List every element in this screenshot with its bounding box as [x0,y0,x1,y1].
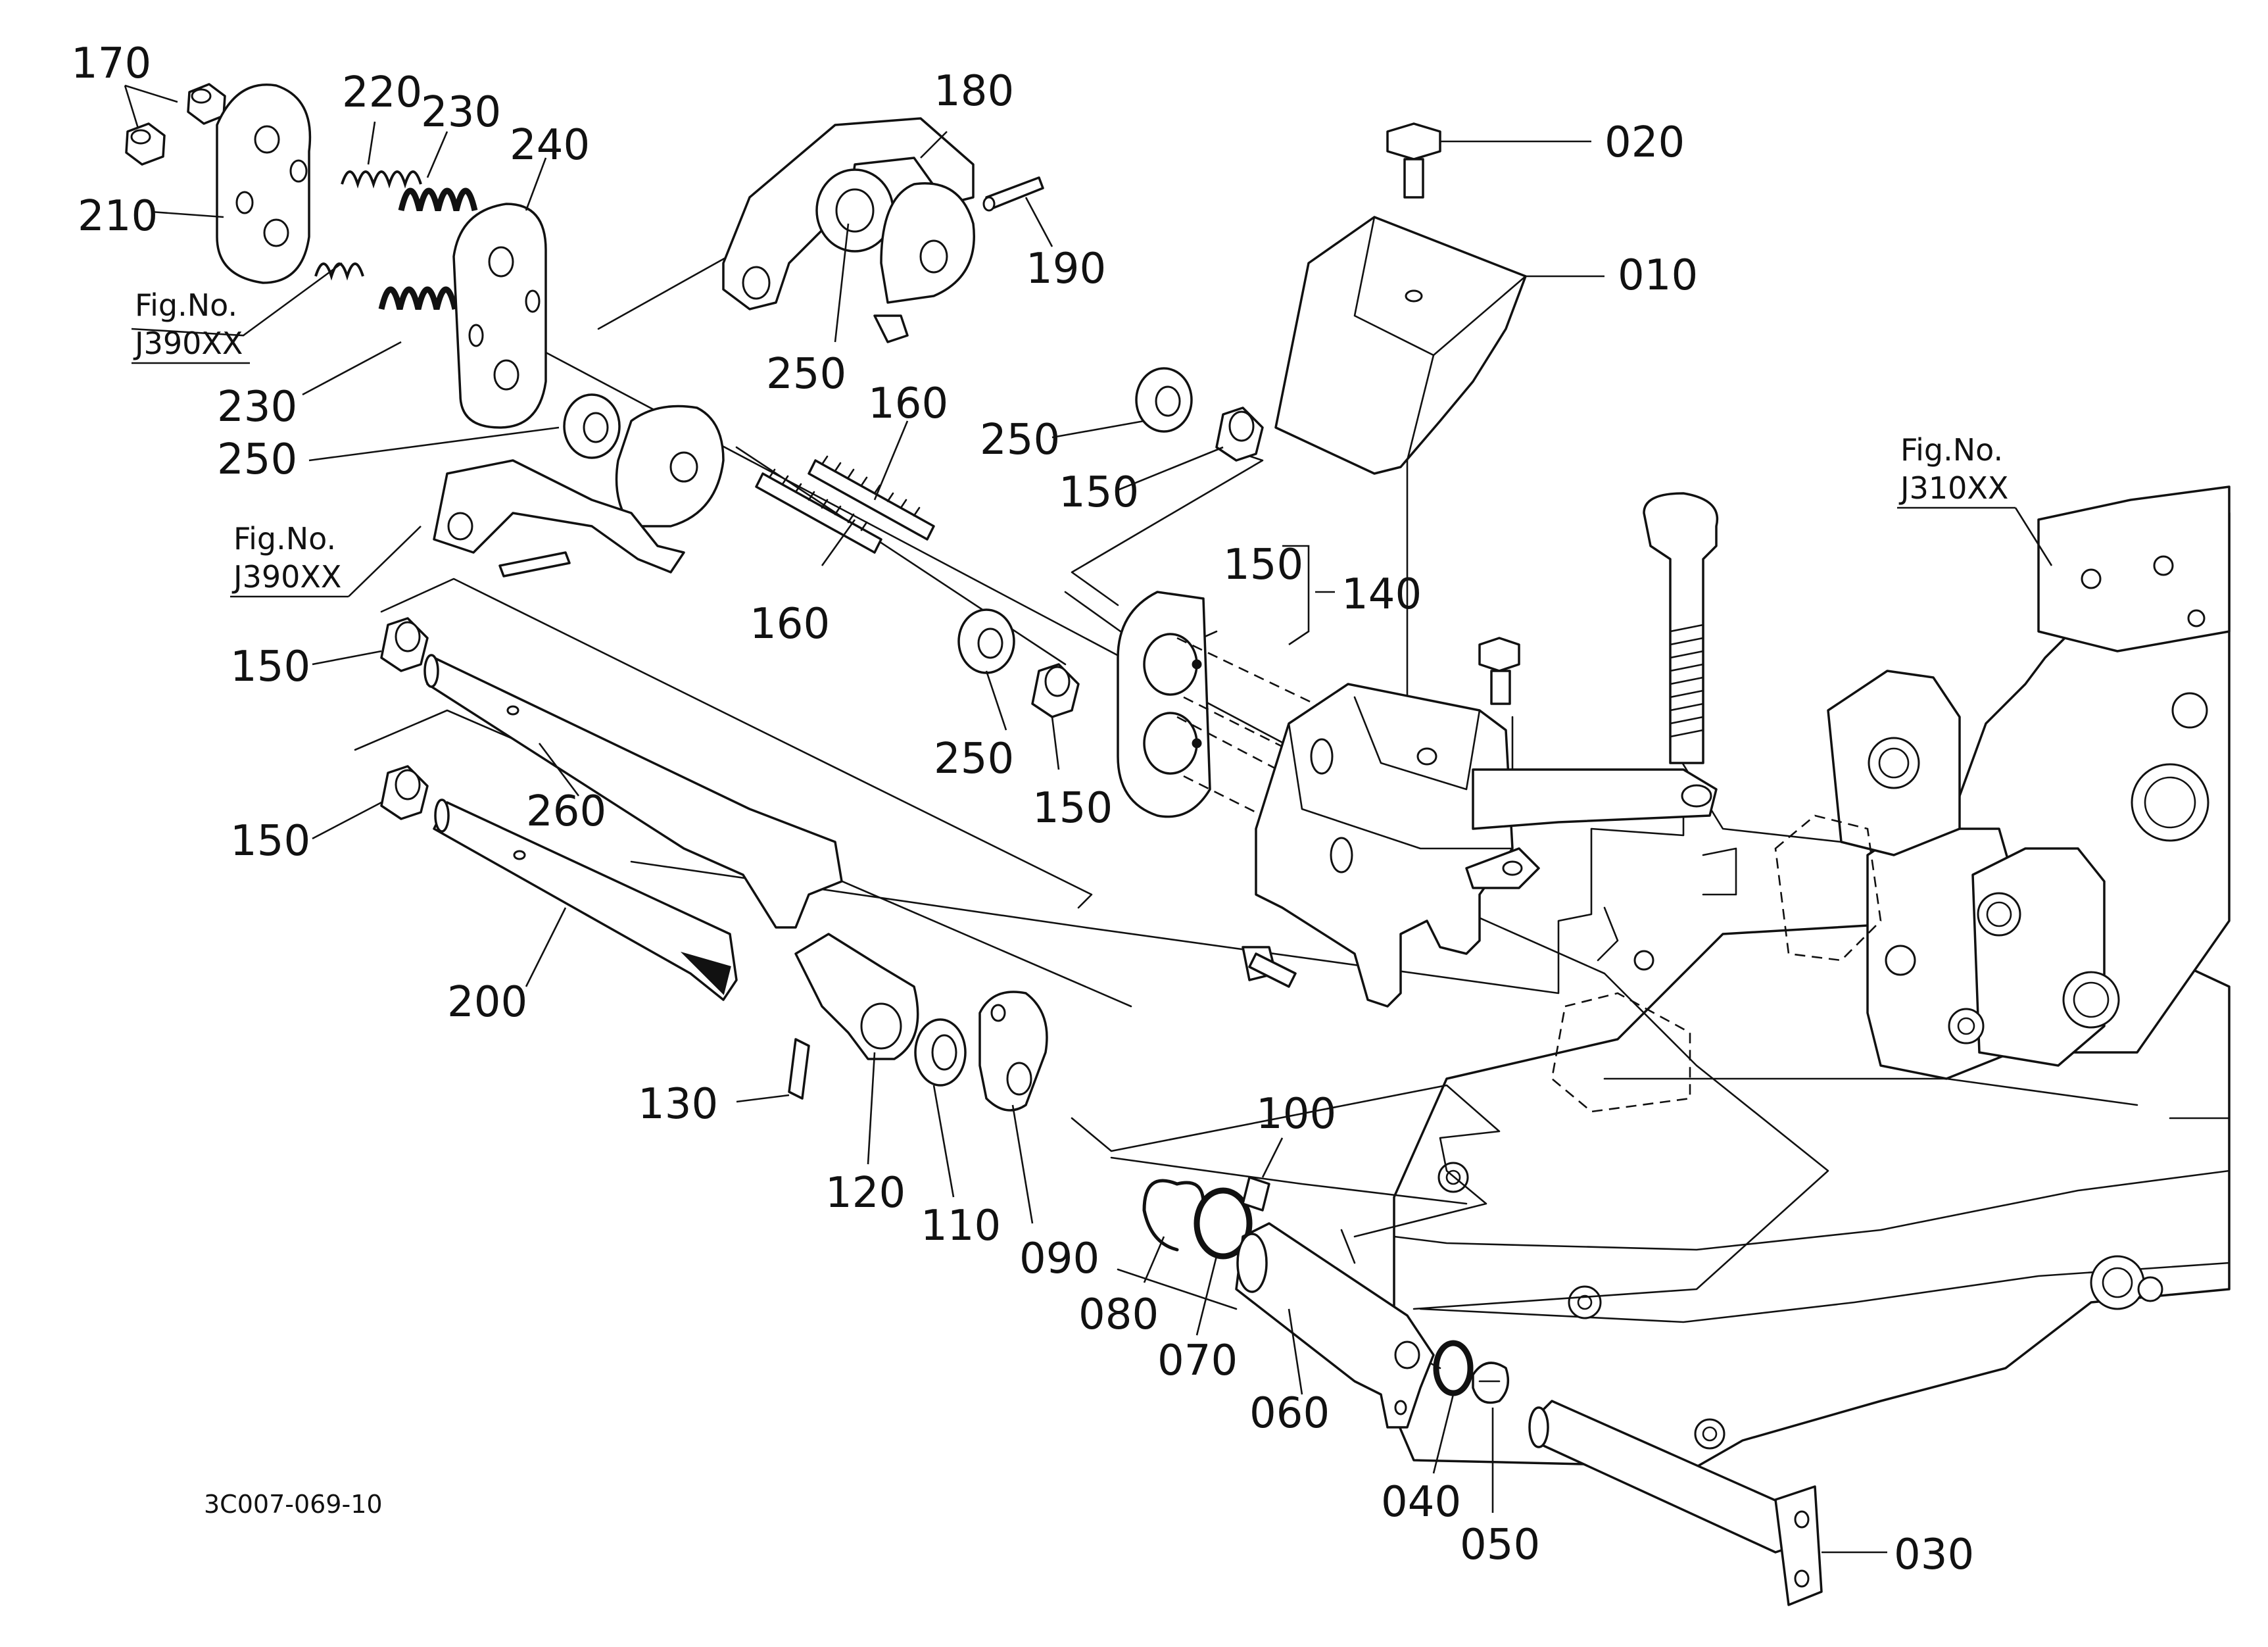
callout-150-left-upper: 150 [230,643,310,691]
callout-230-top: 230 [421,88,501,137]
shaft-260 [423,654,843,929]
stud-160-upper [808,455,935,541]
bushing-150-top [1215,406,1264,462]
spring-230-upper [398,187,478,212]
o-ring-070 [1194,1187,1253,1260]
callout-060: 060 [1249,1389,1330,1438]
clip-050 [1472,1362,1510,1404]
stud-160-lower [755,468,882,554]
callout-250-left: 250 [217,435,297,484]
callout-170: 170 [71,39,151,88]
callout-140: 140 [1341,570,1422,619]
bracket-140 [1117,591,1329,830]
diagram-code: 3C007-069-10 [204,1490,383,1519]
nut-170 [125,83,226,166]
callout-180: 180 [934,67,1014,116]
callout-070: 070 [1157,1337,1238,1385]
arm-120 [794,933,919,1060]
fig-ref-1-label: Fig.No. [135,287,237,323]
fig-ref-2-code: J390XX [231,559,341,595]
callout-210: 210 [78,192,158,241]
fig-ref-1-code: J390XX [133,326,243,361]
bolt-stub [1242,946,1297,988]
bolt-020 [1386,122,1441,199]
callout-090: 090 [1019,1235,1099,1283]
washer-110 [914,1018,967,1087]
spring-230-lower [314,262,458,310]
shaft-200 [433,799,738,1001]
callout-010: 010 [1618,251,1698,300]
bushing-150-left-upper [380,617,429,672]
callout-080: 080 [1078,1291,1159,1339]
pin-190 [982,176,1044,212]
figure-reference-2: Fig.No. J390XX [230,521,422,598]
washer-250-left [563,393,621,459]
callout-leaders [124,84,1887,1554]
callout-150-upper-right: 150 [1059,468,1139,517]
lever-180 [722,117,975,343]
callout-250-mid: 250 [934,735,1014,783]
callout-230-bottom: 230 [217,383,297,431]
o-ring-040 [1433,1340,1474,1396]
figure-reference-3: Fig.No. J310XX [1897,432,2053,566]
washer-250-top [1135,367,1193,433]
bushing-150-left-lower [380,765,429,820]
callout-110: 110 [921,1202,1001,1250]
callout-150-mid: 150 [1032,784,1113,833]
callout-220: 220 [342,68,422,117]
callout-160-upper: 160 [868,380,948,428]
callout-150-bracket: 150 [1223,541,1303,589]
callout-240: 240 [510,121,590,170]
fig-ref-3-label: Fig.No. [1900,432,2003,468]
callout-250-right: 250 [980,416,1060,464]
callout-120: 120 [825,1169,905,1217]
shaft-060 [1235,1222,1435,1429]
callout-130: 130 [638,1080,718,1129]
figure-reference-1: Fig.No. J390XX [132,287,250,364]
plate-240 [452,203,547,429]
bushing-150-mid [1031,663,1080,718]
washer-250-mid [957,608,1015,674]
plate-090 [978,991,1048,1112]
callout-050: 050 [1460,1521,1540,1569]
fig-ref-2-label: Fig.No. [233,521,336,556]
snap-ring-080 [1142,1179,1205,1252]
long-bolt [1643,492,1719,764]
callout-160-lower: 160 [750,600,830,649]
cam-block [433,405,725,578]
callout-030: 030 [1894,1531,1974,1579]
callout-100: 100 [1256,1090,1336,1139]
callout-190: 190 [1026,245,1106,293]
small-bolt [1478,637,1520,705]
cover-010 [1274,216,1527,475]
callout-040: 040 [1381,1478,1461,1527]
fig-ref-3-code: J310XX [1898,470,2008,506]
plate-210 [216,84,312,284]
shaft-030 [1528,1400,1823,1606]
callout-200: 200 [447,978,527,1027]
callout-labels: 170 220 230 240 210 230 250 180 190 020 … [71,39,1974,1579]
callout-260: 260 [526,787,606,836]
callout-250-upper: 250 [766,350,846,399]
hydraulic-housing [1393,485,2231,1468]
support-bracket [1255,683,1718,1008]
spring-220 [341,170,422,189]
callout-150-left-lower: 150 [230,817,310,866]
callout-020: 020 [1604,118,1685,167]
pin-130 [788,1038,810,1100]
key-100 [1242,1176,1270,1212]
